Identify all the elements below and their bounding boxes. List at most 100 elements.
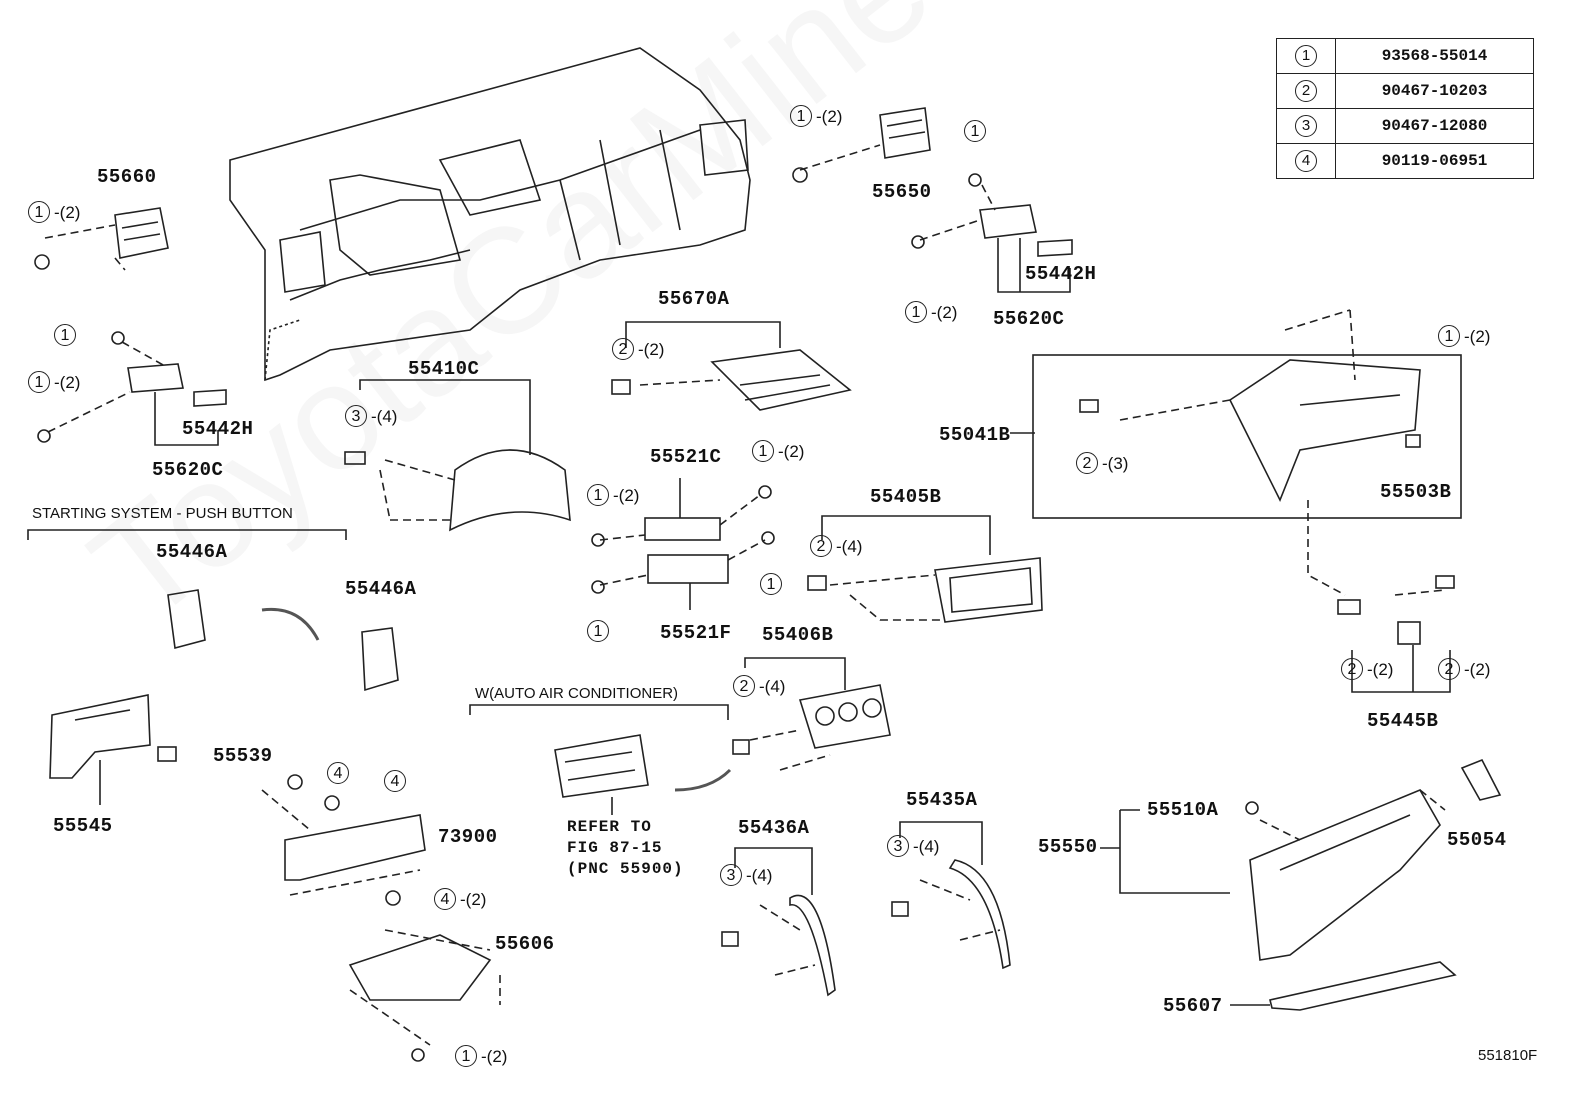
ref-key: 1 (1438, 325, 1460, 347)
ref-callout: 4 (327, 762, 353, 784)
center-panel-55670a (710, 349, 852, 411)
ref-callout: 2-(4) (733, 675, 785, 697)
ref-callout: 2-(4) (810, 535, 862, 557)
ac-module (554, 734, 649, 798)
ref-callout: 3-(4) (345, 405, 397, 427)
ref-qty: -(4) (836, 536, 863, 556)
section-title-starting-system: STARTING SYSTEM - PUSH BUTTON (32, 505, 293, 522)
climate-panel-55406b (798, 684, 891, 749)
lower-panel-73900 (284, 814, 426, 881)
legend-part-number: 93568-55014 (1335, 38, 1534, 74)
ref-callout: 1 (964, 120, 990, 142)
bracket-55446a-1 (167, 589, 206, 650)
ref-key: 2 (733, 675, 755, 697)
ref-qty: -(2) (54, 372, 81, 392)
display-55405b (934, 557, 1043, 623)
ref-callout: 1-(2) (587, 484, 639, 506)
part-label-55521c: 55521C (650, 446, 722, 468)
glove-box-55550 (1249, 788, 1441, 961)
ref-callout: 2-(2) (612, 338, 664, 360)
part-label-55670a: 55670A (658, 288, 730, 310)
legend-part-number: 90119-06951 (1335, 143, 1534, 179)
glove-door-55041b (1228, 359, 1421, 502)
instrument-panel-drawing (229, 47, 751, 382)
ref-callout: 1-(2) (1438, 325, 1490, 347)
switch-55521f (647, 554, 729, 584)
ref-key: 1 (790, 105, 812, 127)
part-label-55446a-1: 55446A (156, 541, 228, 563)
ref-callout: 1-(2) (28, 371, 80, 393)
ref-qty: -(2) (778, 441, 805, 461)
ref-key: 3 (720, 864, 742, 886)
part-label-55442h-left: 55442H (182, 418, 254, 440)
garnish-55435a (948, 859, 1011, 970)
ref-qty: -(3) (1102, 453, 1129, 473)
legend-key: 2 (1295, 80, 1317, 102)
part-label-55539: 55539 (213, 745, 273, 767)
ref-qty: -(2) (638, 339, 665, 359)
ref-callout: 3-(4) (887, 835, 939, 857)
ref-key: 1 (760, 573, 782, 595)
legend-part-number: 90467-12080 (1335, 108, 1534, 144)
ref-key: 1 (54, 324, 76, 346)
ref-callout: 2-(3) (1076, 452, 1128, 474)
ref-key: 1 (905, 301, 927, 323)
ref-callout: 2-(2) (1438, 658, 1490, 680)
part-label-55054: 55054 (1447, 829, 1507, 851)
part-label-55650: 55650 (872, 181, 932, 203)
ref-callout: 1 (587, 620, 613, 642)
part-label-55410c: 55410C (408, 358, 480, 380)
ref-qty: -(4) (746, 865, 773, 885)
ref-key: 1 (587, 484, 609, 506)
ref-callout: 1-(2) (752, 440, 804, 462)
legend-key: 4 (1295, 150, 1317, 172)
legend-part-number: 90467-10203 (1335, 73, 1534, 109)
ref-qty: -(2) (54, 202, 81, 222)
legend-key: 3 (1295, 115, 1317, 137)
garnish-55436a (789, 894, 836, 997)
ref-key: 1 (752, 440, 774, 462)
part-label-55445b: 55445B (1367, 710, 1439, 732)
part-label-55510a: 55510A (1147, 799, 1219, 821)
ref-qty: -(2) (613, 485, 640, 505)
part-label-73900: 73900 (438, 826, 498, 848)
ref-key: 2 (612, 338, 634, 360)
ref-qty: -(4) (759, 676, 786, 696)
striker-55054 (1460, 758, 1502, 801)
ref-qty: -(2) (816, 106, 843, 126)
figure-id: 551810F (1478, 1047, 1538, 1064)
ref-qty: -(2) (1464, 659, 1491, 679)
ref-key: 2 (1076, 452, 1098, 474)
ref-key: 2 (1341, 658, 1363, 680)
ref-callout: 1 (760, 573, 786, 595)
ref-callout: 1-(2) (455, 1045, 507, 1067)
ref-callout: 3-(4) (720, 864, 772, 886)
section-title-auto-ac: W(AUTO AIR CONDITIONER) (475, 685, 679, 702)
bracket-55446a-2 (361, 627, 399, 692)
vent-55620c-right (979, 204, 1037, 239)
ref-callout: 1 (54, 324, 80, 346)
part-label-55435a: 55435A (906, 789, 978, 811)
part-label-55503b: 55503B (1380, 481, 1452, 503)
ref-qty: -(4) (913, 836, 940, 856)
ref-key: 4 (384, 770, 406, 792)
part-label-55545: 55545 (53, 815, 113, 837)
ref-callout: 2-(2) (1341, 658, 1393, 680)
part-label-55446a-2: 55446A (345, 578, 417, 600)
ref-qty: -(2) (931, 302, 958, 322)
ref-key: 3 (345, 405, 367, 427)
ref-qty: -(2) (1367, 659, 1394, 679)
meter-hood-55410c (449, 449, 571, 532)
part-label-55620c-right: 55620C (993, 308, 1065, 330)
ref-key: 4 (327, 762, 349, 784)
refer-note: REFER TO FIG 87-15 (PNC 55900) (567, 818, 684, 878)
ref-key: 4 (434, 888, 456, 910)
parts-legend-table: 1 93568-55014 2 90467-10203 3 90467-12080 4… (1276, 38, 1534, 179)
ref-key: 1 (587, 620, 609, 642)
ref-key: 1 (28, 201, 50, 223)
vent-55660 (114, 207, 169, 259)
legend-key: 1 (1295, 45, 1317, 67)
ref-qty: -(4) (371, 406, 398, 426)
table-row: 3 90467-12080 (1276, 108, 1534, 144)
